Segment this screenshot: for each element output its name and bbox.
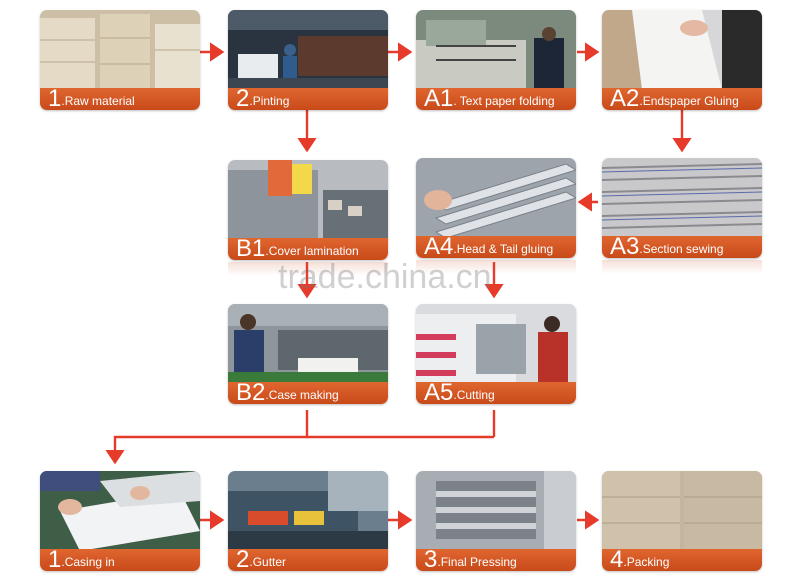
step-final-pressing: 3.Final Pressing [416,471,576,571]
case-making-label: B2.Case making [228,382,388,404]
gutter-photo [228,471,388,551]
step-casing-in: 1.Casing in [40,471,200,571]
cover-lamination-photo [228,160,388,240]
casing-in-photo [40,471,200,551]
step-endspaper-gluing: A2.Endspaper Gluing [602,10,762,110]
step-case-making: B2.Case making [228,304,388,404]
step-cover-lamination: B1.Cover lamination [228,160,388,260]
cutting-photo [416,304,576,384]
gutter-label: 2.Gutter [228,549,388,571]
text-folding-label: A1. Text paper folding [416,88,576,110]
arrow-merge [105,410,309,465]
section-sewing-reflection [602,260,762,274]
step-head-tail-gluing: A4.Head & Tail gluing [416,158,576,258]
watermark-text: trade.china.cn [278,258,492,296]
head-tail-label: A4.Head & Tail gluing [416,236,576,258]
cover-lamination-label: B1.Cover lamination [228,238,388,260]
final-pressing-label: 3.Final Pressing [416,549,576,571]
step-section-sewing: A3.Section sewing [602,158,762,258]
endspaper-photo [602,10,762,90]
raw-material-photo [40,10,200,90]
step-gutter: 2.Gutter [228,471,388,571]
printing-photo [228,10,388,90]
text-folding-photo [416,10,576,90]
endspaper-label: A2.Endspaper Gluing [602,88,762,110]
head-tail-reflection [416,260,576,274]
step-packing: 4.Packing [602,471,762,571]
cover-lamination-reflection [228,262,388,276]
section-sewing-label: A3.Section sewing [602,236,762,258]
printing-label: 2.Pinting [228,88,388,110]
step-printing: 2.Pinting [228,10,388,110]
packing-label: 4.Packing [602,549,762,571]
final-pressing-photo [416,471,576,551]
case-making-photo [228,304,388,384]
cutting-label: A5.Cutting [416,382,576,404]
step-raw-material: 1.Raw material [40,10,200,110]
raw-material-label: 1.Raw material [40,88,200,110]
section-sewing-photo [602,158,762,238]
casing-in-label: 1.Casing in [40,549,200,571]
head-tail-photo [416,158,576,238]
step-cutting: A5.Cutting [416,304,576,404]
step-text-paper-folding: A1. Text paper folding [416,10,576,110]
packing-photo [602,471,762,551]
